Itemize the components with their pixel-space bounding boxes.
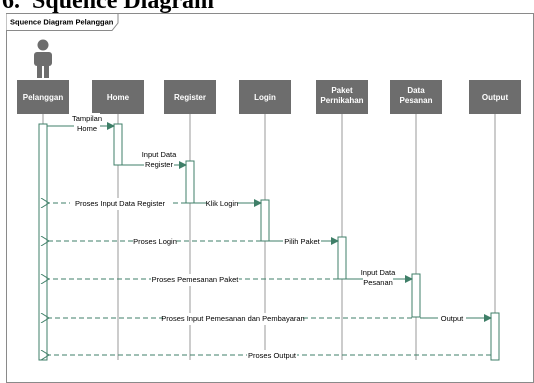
lifeline-label-login: Login xyxy=(254,93,276,102)
message-label-bg xyxy=(207,198,237,210)
lifeline-label-data: Pesanan xyxy=(400,96,433,105)
lifeline-header-paket xyxy=(316,80,368,114)
message-label: Tampilan xyxy=(72,114,102,123)
heading-title: Squence Diagram xyxy=(32,0,214,14)
message-label-bg xyxy=(144,149,174,171)
message-label-bg xyxy=(438,313,466,325)
message-5: Proses Login xyxy=(49,236,261,248)
lifeline-header-login xyxy=(239,80,291,114)
lifeline-header-register xyxy=(164,80,216,114)
activation-bar xyxy=(38,123,48,361)
lifeline-header-pelanggan xyxy=(17,80,69,114)
message-label: Register xyxy=(145,160,173,169)
message-label-bg xyxy=(283,236,321,248)
activation-bar xyxy=(113,123,123,166)
message-7: Proses Pemesanan Paket xyxy=(49,274,338,286)
message-10: Output xyxy=(420,313,492,325)
message-label: Home xyxy=(77,124,97,133)
actor-icon xyxy=(34,39,52,78)
lifeline-header-output xyxy=(469,80,521,114)
message-label-bg xyxy=(247,350,297,362)
message-label: Input Data xyxy=(142,150,177,159)
frame-label-tab xyxy=(6,13,119,31)
activation-bar xyxy=(260,199,270,242)
message-6: Pilih Paket xyxy=(269,236,339,248)
activation-bar xyxy=(490,312,500,361)
activation-bar xyxy=(185,160,195,204)
lifeline-label-pelanggan: Pelanggan xyxy=(23,93,64,102)
message-11: Proses Output xyxy=(49,350,491,362)
lifeline-header-data xyxy=(390,80,442,114)
message-9: Proses Input Pemesanan dan Pembayaran xyxy=(49,313,412,325)
document-heading: 6. Squence Diagram xyxy=(2,0,214,15)
lifeline-label-paket: Paket xyxy=(331,86,353,95)
message-label-bg xyxy=(151,274,239,286)
message-label: Proses Output xyxy=(248,351,297,360)
message-4: Klik Login xyxy=(194,198,262,210)
message-label-bg xyxy=(135,236,175,248)
lifeline-label-output: Output xyxy=(482,93,509,102)
message-label: Proses Input Pemesanan dan Pembayaran xyxy=(161,314,304,323)
message-label: Klik Login xyxy=(206,199,239,208)
lifeline-header-home xyxy=(92,80,144,114)
message-label: Pilih Paket xyxy=(284,237,320,246)
lifeline-label-paket: Pernikahan xyxy=(320,96,363,105)
message-label-bg xyxy=(363,267,393,289)
lifeline-label-data: Data xyxy=(407,86,425,95)
message-label-bg xyxy=(70,198,170,210)
frame-label: Squence Diagram Pelanggan xyxy=(10,18,114,27)
message-label: Pesanan xyxy=(363,278,393,287)
lifeline-label-register: Register xyxy=(174,93,206,102)
activation-bar xyxy=(411,273,421,318)
message-label: Proses Login xyxy=(133,237,177,246)
heading-number: 6. xyxy=(2,0,20,14)
message-3: Proses Input Data Register xyxy=(49,198,186,210)
message-label: Proses Input Data Register xyxy=(75,199,166,208)
message-label: Proses Pemesanan Paket xyxy=(152,275,240,284)
message-label: Input Data xyxy=(361,268,396,277)
message-label: Output xyxy=(441,314,464,323)
lifeline-label-home: Home xyxy=(107,93,130,102)
activation-bar xyxy=(337,236,347,280)
message-label-bg xyxy=(74,113,100,135)
message-label-bg xyxy=(163,313,303,325)
